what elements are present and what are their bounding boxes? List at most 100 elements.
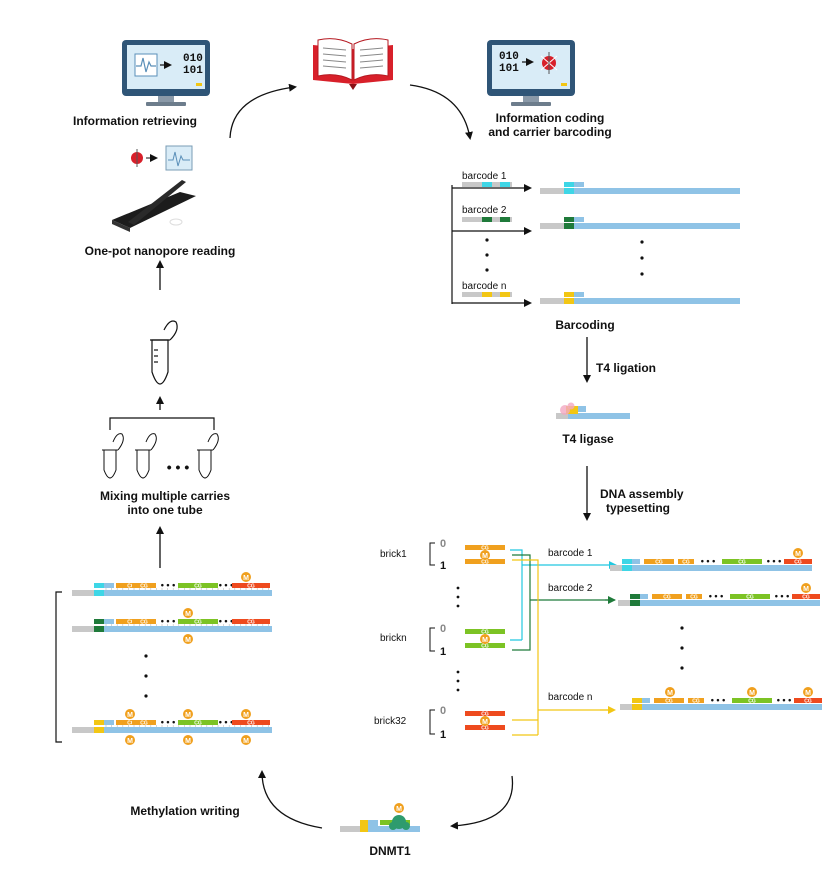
methyl-mark-icon — [480, 716, 490, 726]
monitor-right-code-row2: 101 — [499, 63, 519, 75]
barcode-block — [94, 619, 104, 624]
carrier-strand — [104, 720, 114, 725]
vertical-dot — [485, 268, 489, 272]
small-tubes — [102, 433, 219, 479]
nanopore-device-icon — [112, 180, 196, 232]
brick-segment — [465, 545, 505, 550]
methyl-mark-label: M — [185, 738, 191, 745]
tube-small-icon — [197, 433, 219, 479]
brick-segment — [465, 643, 505, 648]
brick-segment — [232, 583, 270, 588]
cg-label: CG — [481, 712, 489, 718]
cg-label: CG — [194, 620, 202, 626]
strand-adapter — [610, 565, 624, 571]
methyl-mark-label: M — [243, 575, 249, 582]
barcode-block — [482, 217, 492, 222]
cg-label: CG — [665, 699, 673, 705]
dnmt1-enzyme-icon — [389, 822, 397, 830]
strand-adapter — [556, 413, 568, 419]
cg-label: CG — [481, 546, 489, 552]
brick32-bit0: 0 — [440, 705, 447, 717]
tube-small-icon — [102, 433, 124, 479]
barcode-block — [630, 594, 640, 599]
cg-label: CG — [804, 699, 812, 705]
carrier-strand — [104, 619, 114, 624]
label-nanopore-reading: One-pot nanopore reading — [84, 244, 236, 258]
tube-cap — [112, 433, 124, 451]
brick-segment — [132, 720, 156, 725]
methyl-mark-label: M — [243, 738, 249, 745]
methyl-mark-label: M — [795, 551, 801, 558]
brick-segment — [116, 619, 146, 624]
brick-segment — [688, 698, 704, 703]
carrier-strand — [630, 600, 820, 606]
carrier-strand — [574, 217, 584, 222]
vertical-dot — [680, 626, 684, 630]
ellipsis: • • • — [767, 556, 781, 566]
arrow-dnmt1-to-samples — [258, 770, 323, 829]
barcode-2-label: barcode 2 — [462, 205, 507, 216]
methyl-mark-label: M — [482, 553, 488, 560]
cg-label: CG — [481, 644, 489, 650]
t4-ligase-icon — [567, 402, 575, 410]
vertical-dot — [456, 595, 460, 599]
barcode-block — [360, 826, 368, 832]
barcode-block — [482, 182, 492, 187]
ellipsis: • • • — [775, 591, 789, 601]
ellipsis: • • • — [219, 616, 233, 626]
vertical-dot — [456, 604, 460, 608]
brick-segment — [178, 720, 218, 725]
brick-segment — [794, 698, 822, 703]
brick-segment — [654, 698, 684, 703]
brickn-bit1: 1 — [440, 646, 447, 658]
brick-segment — [116, 583, 146, 588]
methyl-mark-label: M — [185, 712, 191, 719]
barcode-block — [482, 292, 492, 297]
vertical-dot — [144, 654, 148, 658]
monitor-left-icon — [122, 40, 210, 106]
label-dna-assembly: DNA assembly — [600, 487, 684, 501]
barcode-n-label: barcode n — [462, 281, 507, 292]
label-methylation-writing: Methylation writing — [130, 804, 240, 818]
carrier-strand — [540, 298, 740, 304]
vertical-dot — [456, 679, 460, 683]
cg-label: CG — [194, 721, 202, 727]
carrier-strand — [72, 727, 272, 733]
vertical-dot — [680, 666, 684, 670]
carrier-strand — [632, 704, 822, 710]
methyl-mark-icon — [665, 687, 675, 697]
methyl-mark-icon — [183, 634, 193, 644]
vertical-dot — [485, 253, 489, 257]
carrier-strand — [340, 826, 420, 832]
barcode-block — [94, 727, 104, 733]
monitor-right-icon — [487, 40, 575, 106]
barcode-1-label: barcode 1 — [462, 171, 507, 182]
tubes-ellipsis: • • • — [166, 459, 190, 475]
cg-label: CG — [481, 560, 489, 566]
carrier-strand — [642, 698, 650, 703]
carrier-strand — [72, 626, 272, 632]
vertical-dot — [144, 674, 148, 678]
brick-segment — [465, 629, 505, 634]
strand-adapter — [620, 704, 634, 710]
brick-segment — [465, 725, 505, 730]
routing-lines — [510, 549, 615, 736]
cg-label: CG — [802, 595, 810, 601]
barcode-block — [360, 820, 368, 826]
brick-segment — [678, 559, 694, 564]
assembly-barcode-n-label: barcode n — [548, 692, 593, 703]
carrier-strand — [540, 223, 740, 229]
brick-segment — [652, 594, 682, 599]
tube-small-icon — [135, 433, 157, 479]
brick-segment — [722, 559, 762, 564]
label-typesetting: typesetting — [606, 501, 671, 515]
cg-label: CG — [481, 726, 489, 732]
vertical-dot — [485, 238, 489, 242]
carrier-strand — [574, 292, 584, 297]
brick-segment — [465, 711, 505, 716]
cg-label: CG — [140, 721, 148, 727]
carrier-strand — [578, 406, 586, 412]
